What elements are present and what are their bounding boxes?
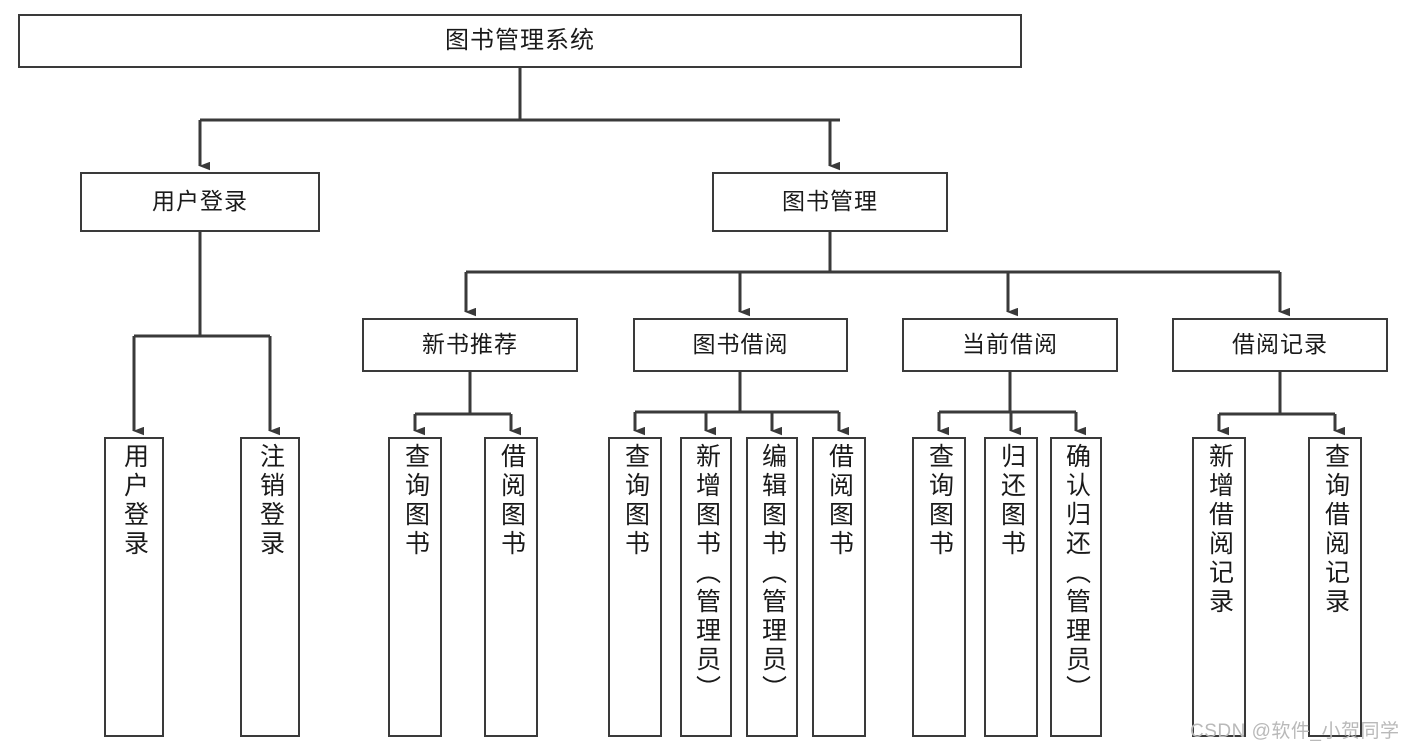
node-borrow-record[interactable]: 借阅记录 <box>1172 318 1388 372</box>
leaf-query-borrow-record[interactable]: 查询借阅记录 <box>1308 437 1362 737</box>
leaf-query-borrow-record-label: 查询借阅记录 <box>1321 443 1350 617</box>
leaf-borrow-book-recommend[interactable]: 借阅图书 <box>484 437 538 737</box>
node-book-borrow[interactable]: 图书借阅 <box>633 318 848 372</box>
leaf-query-book-recommend-label: 查询图书 <box>401 443 430 559</box>
leaf-query-book-current-label: 查询图书 <box>925 443 954 559</box>
leaf-query-book-borrow[interactable]: 查询图书 <box>608 437 662 737</box>
node-book-management-label: 图书管理 <box>782 188 878 215</box>
node-root[interactable]: 图书管理系统 <box>18 14 1022 68</box>
csdn-watermark: CSDN @软件_小贺同学 <box>1190 721 1400 742</box>
node-book-borrow-label: 图书借阅 <box>692 331 789 358</box>
leaf-return-book-label: 归还图书 <box>997 443 1026 559</box>
leaf-logout[interactable]: 注销登录 <box>240 437 300 737</box>
node-root-label: 图书管理系统 <box>445 26 595 54</box>
leaf-user-login[interactable]: 用户登录 <box>104 437 164 737</box>
leaf-add-book-admin[interactable]: 新增图书（管理员） <box>680 437 732 737</box>
leaf-add-borrow-record-label: 新增借阅记录 <box>1205 443 1234 617</box>
node-new-book-recommend[interactable]: 新书推荐 <box>362 318 578 372</box>
leaf-query-book-recommend[interactable]: 查询图书 <box>388 437 442 737</box>
leaf-logout-label: 注销登录 <box>256 443 285 559</box>
leaf-borrow-book-label: 借阅图书 <box>825 443 854 559</box>
leaf-query-book-borrow-label: 查询图书 <box>621 443 650 559</box>
leaf-confirm-return-admin[interactable]: 确认归还（管理员） <box>1050 437 1102 737</box>
node-current-borrow-label: 当前借阅 <box>962 331 1058 358</box>
leaf-query-book-current[interactable]: 查询图书 <box>912 437 966 737</box>
leaf-return-book[interactable]: 归还图书 <box>984 437 1038 737</box>
node-borrow-record-label: 借阅记录 <box>1232 331 1328 358</box>
leaf-add-book-admin-label: 新增图书（管理员） <box>692 443 721 704</box>
node-user-login[interactable]: 用户登录 <box>80 172 320 232</box>
node-current-borrow[interactable]: 当前借阅 <box>902 318 1118 372</box>
leaf-edit-book-admin-label: 编辑图书（管理员） <box>758 443 787 704</box>
node-book-management[interactable]: 图书管理 <box>712 172 948 232</box>
node-new-book-recommend-label: 新书推荐 <box>422 331 518 358</box>
leaf-borrow-book-recommend-label: 借阅图书 <box>497 443 526 559</box>
leaf-user-login-label: 用户登录 <box>120 443 149 559</box>
leaf-confirm-return-admin-label: 确认归还（管理员） <box>1062 443 1091 704</box>
leaf-edit-book-admin[interactable]: 编辑图书（管理员） <box>746 437 798 737</box>
leaf-add-borrow-record[interactable]: 新增借阅记录 <box>1192 437 1246 737</box>
leaf-borrow-book[interactable]: 借阅图书 <box>812 437 866 737</box>
node-user-login-label: 用户登录 <box>152 188 248 215</box>
